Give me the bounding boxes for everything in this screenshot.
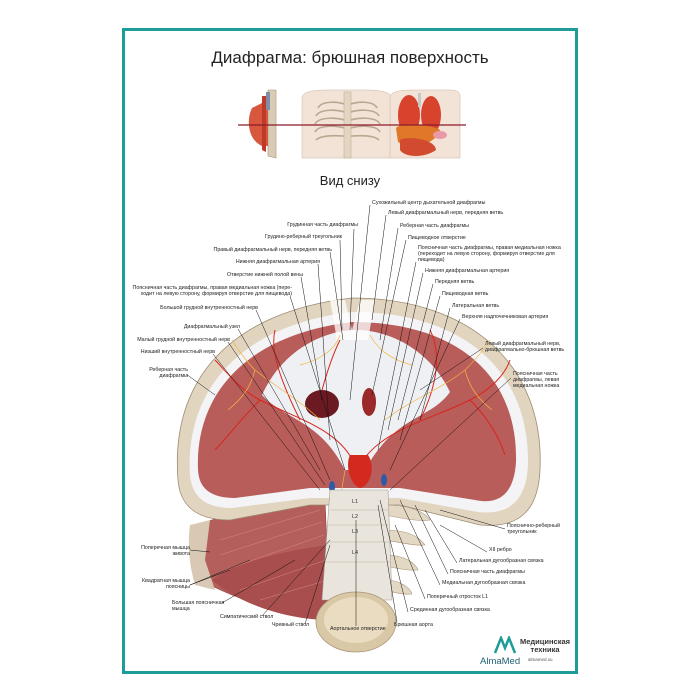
label-celiac-trunk: Чревный ствол xyxy=(272,622,310,628)
almamed-logo-icon xyxy=(494,636,516,654)
logo-company-name: Медицинская техника xyxy=(520,637,571,654)
label-phrenic-ganglion: Диафрагмальный узел xyxy=(183,324,240,330)
label-median-arcuate-ligament: Срединная дугообразная связка xyxy=(410,607,490,613)
label-left-phrenic-nerve-anterior: Левый диафрагмальный нерв, передняя ветв… xyxy=(388,210,504,216)
vertebra-label: L1 xyxy=(352,499,359,505)
label-sternal-part: Грудинная часть диафрагмы xyxy=(287,222,358,228)
label-vena-cava-foramen: Отверстие нижней полой вены xyxy=(226,272,303,278)
view-subtitle: Вид снизу xyxy=(319,173,381,188)
vertebra-label: L4 xyxy=(352,550,359,556)
label-central-tendon: Сухожильный центр дыхательной диафрагмы xyxy=(372,200,486,206)
sagittal-thumbnail xyxy=(248,89,277,159)
vertebral-column xyxy=(315,489,431,653)
label-medial-arcuate-ligament: Медиальная дугообразная связка xyxy=(442,580,526,586)
label-psoas-major: Большая поясничная мышца xyxy=(172,600,225,612)
label-costal-part-right: Реберная часть диафрагмы xyxy=(149,367,188,379)
poster-title: Диафрагма: брюшная поверхность xyxy=(211,48,489,67)
vertebra-label: L2 xyxy=(352,514,359,520)
abdominal-muscles xyxy=(188,499,331,621)
skeleton-thumbnail xyxy=(301,89,394,159)
label-costal-part: Реберная часть диафрагмы xyxy=(400,223,469,229)
arteries xyxy=(214,329,511,466)
label-lateral-arcuate-ligament: Латеральная дугообразная связка xyxy=(459,558,544,564)
label-lumbar-left-crus: Поясничная часть диафрагмы, левая медиал… xyxy=(513,371,560,389)
label-rib-xii: XII ребро xyxy=(489,547,512,553)
label-left-phrenic-abdominal-branch: Левый диафрагмальный нерв, диафрагмально… xyxy=(485,341,565,353)
organs-thumbnail xyxy=(389,89,461,159)
central-tendon xyxy=(262,330,450,470)
orientation-thumbnails xyxy=(238,89,466,159)
label-right-phrenic-nerve-anterior: Правый диафрагмальный нерв, передняя вет… xyxy=(213,247,332,253)
label-lateral-branch: Латеральная ветвь xyxy=(452,303,500,309)
label-lumbar-right-crus: Поясничная часть диафрагмы, правая медиа… xyxy=(418,245,561,263)
label-sympathetic-trunk: Симпатический ствол xyxy=(220,614,274,620)
label-quadratus-lumborum: Квадратная мышца поясницы xyxy=(142,578,190,590)
label-lumbar-part: Поясничная часть диафрагмы xyxy=(450,569,525,575)
aorta xyxy=(348,455,372,488)
almamed-logo: AlmaMed Медицинская техника almamed.su xyxy=(480,636,570,668)
label-anterior-branch: Передняя ветвь xyxy=(435,279,475,285)
label-esophageal-hiatus: Пищеводное отверстие xyxy=(408,235,466,241)
leader-lines xyxy=(185,204,512,626)
label-superior-suprarenal-artery: Верхняя надпочечниковая артерия xyxy=(462,314,549,320)
vena-cava-opening xyxy=(305,390,339,418)
label-inferior-phrenic-artery: Нижняя диафрагмальная артерия xyxy=(425,268,510,274)
diaphragm xyxy=(176,297,541,561)
label-greater-splanchnic-nerve: Большой грудной внутренностный нерв xyxy=(160,305,258,311)
label-abdominal-aorta: Брюшная аорта xyxy=(394,622,433,628)
label-transverse-process-l1: Поперечный отросток L1 xyxy=(427,594,488,600)
label-least-splanchnic-nerve: Низший внутренностный нерв xyxy=(140,349,215,355)
label-lumbar-right-crus-left: Поясничная часть диафрагмы, правая медиа… xyxy=(132,285,292,297)
label-esophageal-branch: Пищеводная ветвь xyxy=(442,291,489,297)
label-aortic-hiatus: Аортальное отверстие xyxy=(330,626,386,632)
logo-website: almamed.su xyxy=(528,657,553,662)
logo-brand: AlmaMed xyxy=(480,656,521,667)
label-sternocostal-triangle: Грудино-реберный треугольник xyxy=(264,234,342,240)
label-inferior-phrenic-artery-right: Нижняя диафрагмальная артерия xyxy=(235,259,320,265)
label-lumbocostal-triangle: Пояснично-реберный треугольник xyxy=(507,523,560,535)
vertebra-label: L3 xyxy=(352,529,359,535)
label-transversus-abdominis: Поперечная мышца живота xyxy=(141,545,190,557)
label-lesser-splanchnic-nerve: Малый грудной внутренностный нерв xyxy=(137,337,230,343)
esophageal-opening xyxy=(362,388,376,416)
